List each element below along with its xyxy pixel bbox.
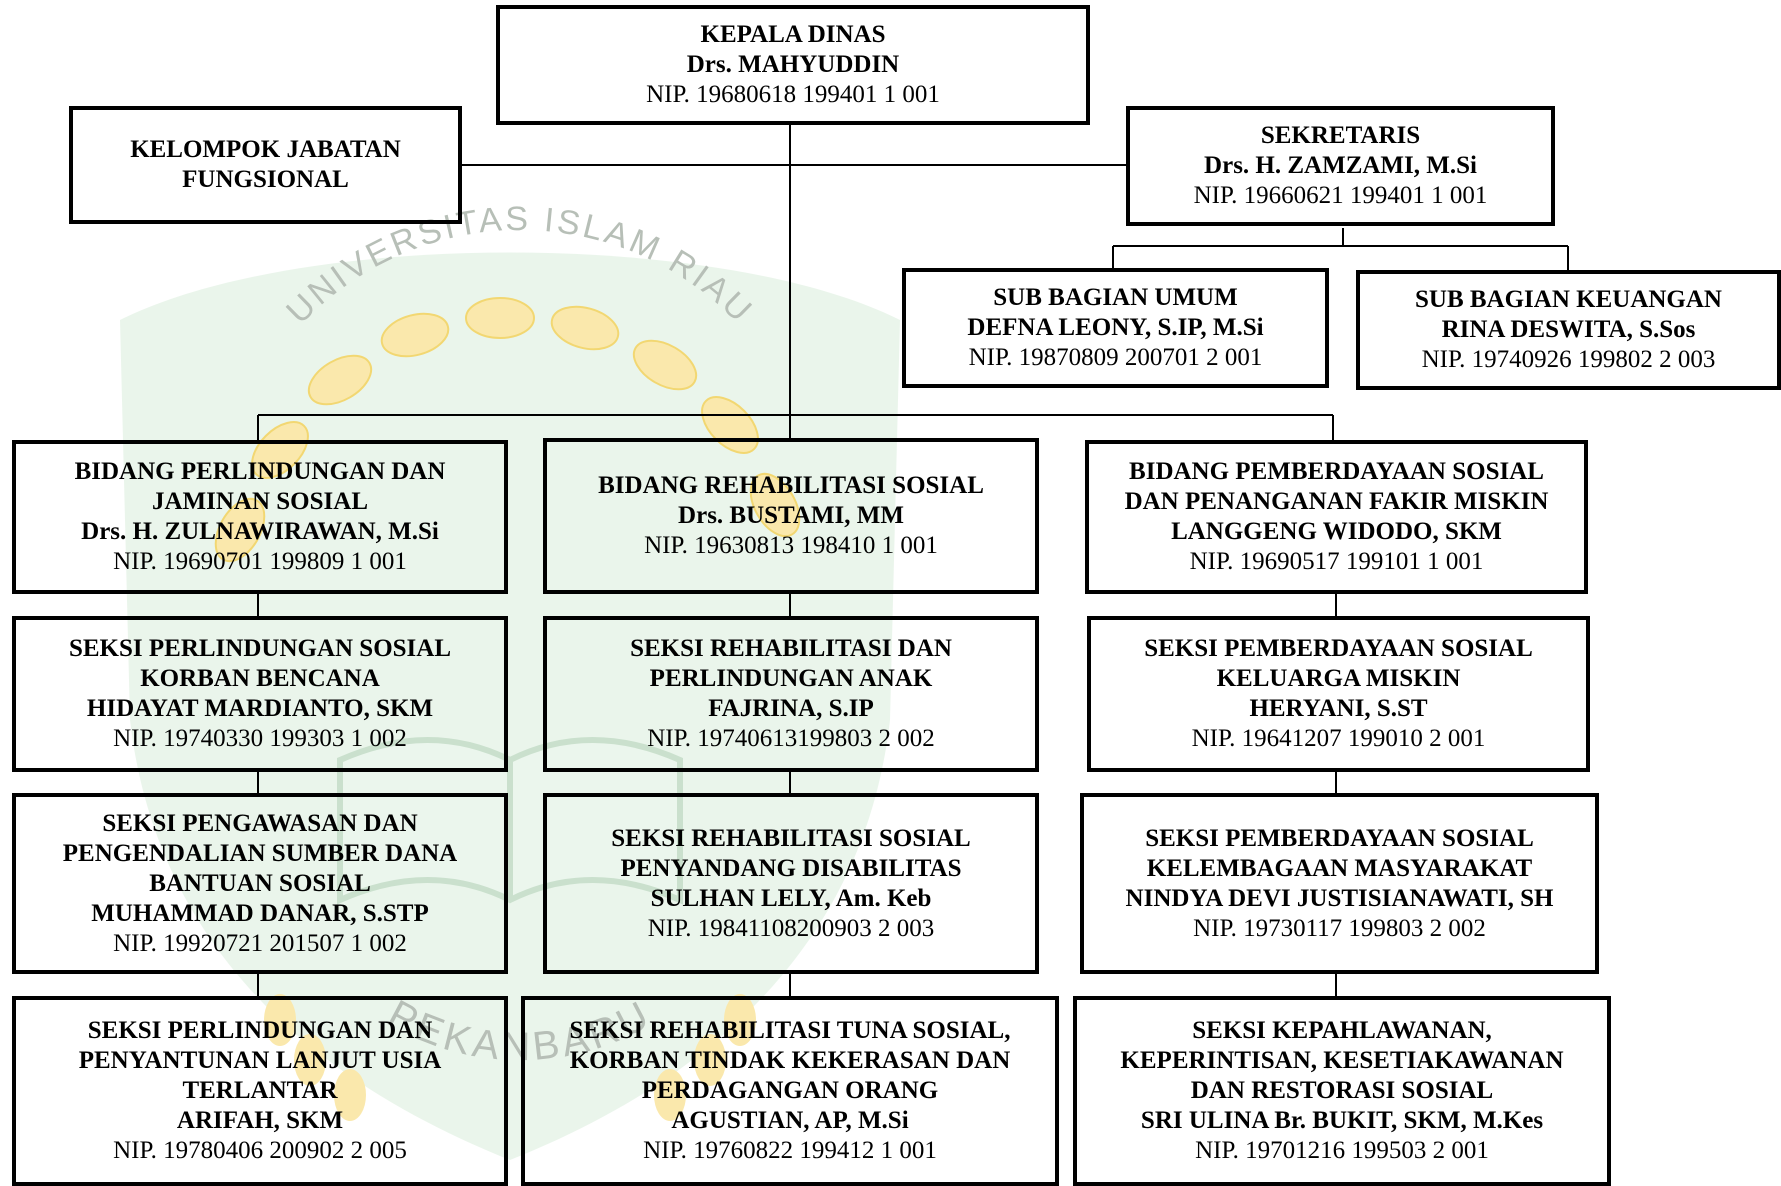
sub-bagian-umum-box: SUB BAGIAN UMUM DEFNA LEONY, S.IP, M.Si … (902, 268, 1329, 388)
official-name: SRI ULINA Br. BUKIT, SKM, M.Kes (1140, 1107, 1544, 1134)
seksi-lanjut-usia-box: SEKSI PERLINDUNGAN DAN PENYANTUNAN LANJU… (12, 996, 508, 1186)
official-name: Drs. H. ZAMZAMI, M.Si (1204, 152, 1477, 179)
official-name: Drs. MAHYUDDIN (686, 51, 900, 78)
position-title: SEKSI PENGAWASAN DAN PENGENDALIAN SUMBER… (62, 809, 458, 897)
seksi-kelembagaan-box: SEKSI PEMBERDAYAAN SOSIAL KELEMBAGAAN MA… (1080, 793, 1599, 974)
official-nip: NIP. 19740613199803 2 002 (647, 725, 935, 752)
official-name: MUHAMMAD DANAR, S.STP (91, 899, 429, 927)
sekretaris-box: SEKRETARIS Drs. H. ZAMZAMI, M.Si NIP. 19… (1126, 106, 1555, 226)
official-nip: NIP. 19680618 199401 1 001 (646, 81, 940, 108)
official-nip: NIP. 19690517 199101 1 001 (1189, 548, 1484, 575)
position-title: SUB BAGIAN KEUANGAN (1415, 286, 1722, 313)
position-title: SEKSI PEMBERDAYAAN SOSIAL KELUARGA MISKI… (1144, 635, 1533, 692)
official-name: FAJRINA, S.IP (708, 695, 874, 722)
official-nip: NIP. 19690701 199809 1 001 (113, 548, 407, 575)
official-name: HIDAYAT MARDIANTO, SKM (86, 695, 434, 722)
official-nip: NIP. 19870809 200701 2 001 (968, 344, 1263, 371)
official-name: NINDYA DEVI JUSTISIANAWATI, SH (1125, 884, 1554, 912)
seksi-tuna-sosial-box: SEKSI REHABILITASI TUNA SOSIAL, KORBAN T… (521, 996, 1059, 1186)
official-nip: NIP. 19780406 200902 2 005 (113, 1137, 407, 1164)
position-title: SEKSI PERLINDUNGAN DAN PENYANTUNAN LANJU… (78, 1017, 442, 1104)
official-nip: NIP. 19730117 199803 2 002 (1193, 914, 1486, 942)
official-name: SULHAN LELY, Am. Keb (650, 884, 932, 912)
official-name: RINA DESWITA, S.Sos (1441, 316, 1696, 343)
official-nip: NIP. 19740330 199303 1 002 (113, 725, 407, 752)
kelompok-jabatan-fungsional-box: KELOMPOK JABATAN FUNGSIONAL (69, 106, 462, 224)
bidang-pemberdayaan-box: BIDANG PEMBERDAYAAN SOSIAL DAN PENANGANA… (1085, 440, 1588, 594)
seksi-disabilitas-box: SEKSI REHABILITASI SOSIAL PENYANDANG DIS… (543, 793, 1039, 974)
position-title: KELOMPOK JABATAN FUNGSIONAL (130, 136, 401, 193)
position-title: BIDANG REHABILITASI SOSIAL (598, 472, 984, 499)
bidang-rehabilitasi-box: BIDANG REHABILITASI SOSIAL Drs. BUSTAMI,… (543, 438, 1039, 594)
position-title: KEPALA DINAS (700, 21, 886, 48)
official-name: Drs. BUSTAMI, MM (678, 502, 904, 529)
official-nip: NIP. 19740926 199802 2 003 (1421, 346, 1716, 373)
position-title: SEKSI REHABILITASI DAN PERLINDUNGAN ANAK (630, 635, 952, 692)
seksi-perlindungan-korban-bencana-box: SEKSI PERLINDUNGAN SOSIAL KORBAN BENCANA… (12, 616, 508, 772)
position-title: BIDANG PERLINDUNGAN DAN JAMINAN SOSIAL (74, 458, 446, 515)
position-title: SEKSI PERLINDUNGAN SOSIAL KORBAN BENCANA (68, 635, 452, 692)
book-icon (337, 737, 683, 905)
wheat-ornament (264, 994, 756, 1121)
official-name: Drs. H. ZULNAWIRAWAN, M.Si (81, 518, 439, 545)
official-nip: NIP. 19760822 199412 1 001 (643, 1137, 937, 1164)
kepala-dinas-box: KEPALA DINAS Drs. MAHYUDDIN NIP. 1968061… (496, 5, 1090, 125)
seksi-kepahlawanan-box: SEKSI KEPAHLAWANAN, KEPERINTISAN, KESETI… (1073, 996, 1611, 1186)
position-title: SEKRETARIS (1260, 122, 1421, 149)
official-nip: NIP. 19920721 201507 1 002 (113, 929, 407, 957)
official-name: AGUSTIAN, AP, M.Si (671, 1107, 909, 1134)
seksi-pengawasan-box: SEKSI PENGAWASAN DAN PENGENDALIAN SUMBER… (12, 793, 508, 974)
seksi-keluarga-miskin-box: SEKSI PEMBERDAYAAN SOSIAL KELUARGA MISKI… (1087, 616, 1590, 772)
official-name: DEFNA LEONY, S.IP, M.Si (967, 314, 1264, 341)
rope-ornament (214, 297, 801, 563)
position-title: SEKSI REHABILITASI SOSIAL PENYANDANG DIS… (611, 824, 971, 882)
seksi-rehabilitasi-anak-box: SEKSI REHABILITASI DAN PERLINDUNGAN ANAK… (543, 616, 1039, 772)
official-name: HERYANI, S.ST (1249, 695, 1428, 722)
official-nip: NIP. 19701216 199503 2 001 (1195, 1137, 1489, 1164)
official-name: LANGGENG WIDODO, SKM (1171, 518, 1502, 545)
shield-shape (120, 252, 900, 1160)
position-title: BIDANG PEMBERDAYAAN SOSIAL DAN PENANGANA… (1124, 458, 1549, 515)
official-nip: NIP. 19660621 199401 1 001 (1193, 182, 1488, 209)
sub-bagian-keuangan-box: SUB BAGIAN KEUANGAN RINA DESWITA, S.Sos … (1356, 270, 1781, 390)
official-nip: NIP. 19641207 199010 2 001 (1191, 725, 1486, 752)
position-title: SEKSI REHABILITASI TUNA SOSIAL, KORBAN T… (569, 1017, 1011, 1104)
official-nip: NIP. 19841108200903 2 003 (647, 914, 935, 942)
position-title: SEKSI KEPAHLAWANAN, KEPERINTISAN, KESETI… (1120, 1017, 1564, 1104)
position-title: SUB BAGIAN UMUM (993, 284, 1238, 311)
official-name: ARIFAH, SKM (176, 1107, 344, 1134)
position-title: SEKSI PEMBERDAYAAN SOSIAL KELEMBAGAAN MA… (1145, 824, 1534, 882)
official-nip: NIP. 19630813 198410 1 001 (644, 532, 938, 559)
bidang-perlindungan-box: BIDANG PERLINDUNGAN DAN JAMINAN SOSIAL D… (12, 440, 508, 594)
